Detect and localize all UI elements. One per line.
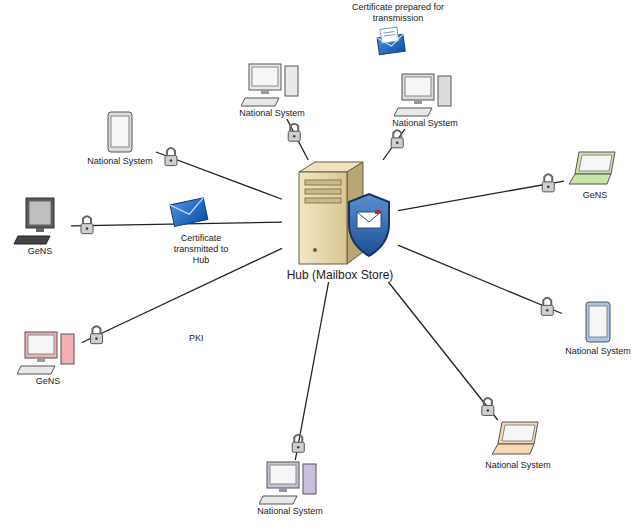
system-node: National System <box>254 460 326 517</box>
system-node: National System <box>389 72 461 129</box>
hub-label: Hub (Mailbox Store) <box>282 268 398 282</box>
envelope-icon <box>170 198 208 227</box>
system-node: GeNS <box>9 196 71 257</box>
network-link <box>287 119 308 160</box>
padlock-icon <box>292 435 304 453</box>
laptop-icon <box>490 420 546 460</box>
system-node: GeNS <box>564 150 626 201</box>
note-label: PKI <box>188 333 205 344</box>
padlock-icon <box>288 124 300 142</box>
padlock-icon <box>165 148 177 166</box>
system-label: GeNS <box>9 246 71 257</box>
padlock-icon <box>482 398 494 416</box>
network-link <box>398 181 564 211</box>
system-label: National System <box>389 118 461 129</box>
system-node: National System <box>84 110 156 167</box>
envelope-icon <box>376 26 405 54</box>
computer-icon <box>394 72 456 118</box>
network-link <box>156 152 282 199</box>
system-node: National System <box>236 62 308 119</box>
server-icon <box>285 160 395 268</box>
tablet-icon <box>100 110 140 156</box>
network-link <box>295 282 328 460</box>
computer-icon <box>241 62 303 108</box>
laptop-icon <box>567 150 623 190</box>
hub-node: Hub (Mailbox Store) <box>282 160 398 282</box>
system-label: National System <box>562 346 634 357</box>
network-link <box>383 129 405 160</box>
system-node: National System <box>482 420 554 471</box>
system-label: GeNS <box>14 376 82 387</box>
padlock-icon <box>81 216 93 234</box>
computer-icon <box>17 330 79 376</box>
system-node: GeNS <box>14 330 82 387</box>
monitor-icon <box>12 196 68 246</box>
network-link <box>388 282 497 420</box>
computer-icon <box>259 460 321 506</box>
tablet-icon <box>578 300 618 346</box>
padlock-icon <box>391 130 403 148</box>
system-node: National System <box>562 300 634 357</box>
note-label: Certificate prepared for transmission <box>342 2 454 24</box>
system-label: National System <box>482 460 554 471</box>
system-label: National System <box>236 108 308 119</box>
padlock-icon <box>541 298 553 316</box>
system-label: National System <box>84 156 156 167</box>
padlock-icon <box>90 326 102 344</box>
system-label: National System <box>254 506 326 517</box>
padlock-icon <box>542 174 554 192</box>
system-label: GeNS <box>564 190 626 201</box>
note-label: Certificate transmitted to Hub <box>165 233 237 266</box>
network-link <box>398 245 562 313</box>
